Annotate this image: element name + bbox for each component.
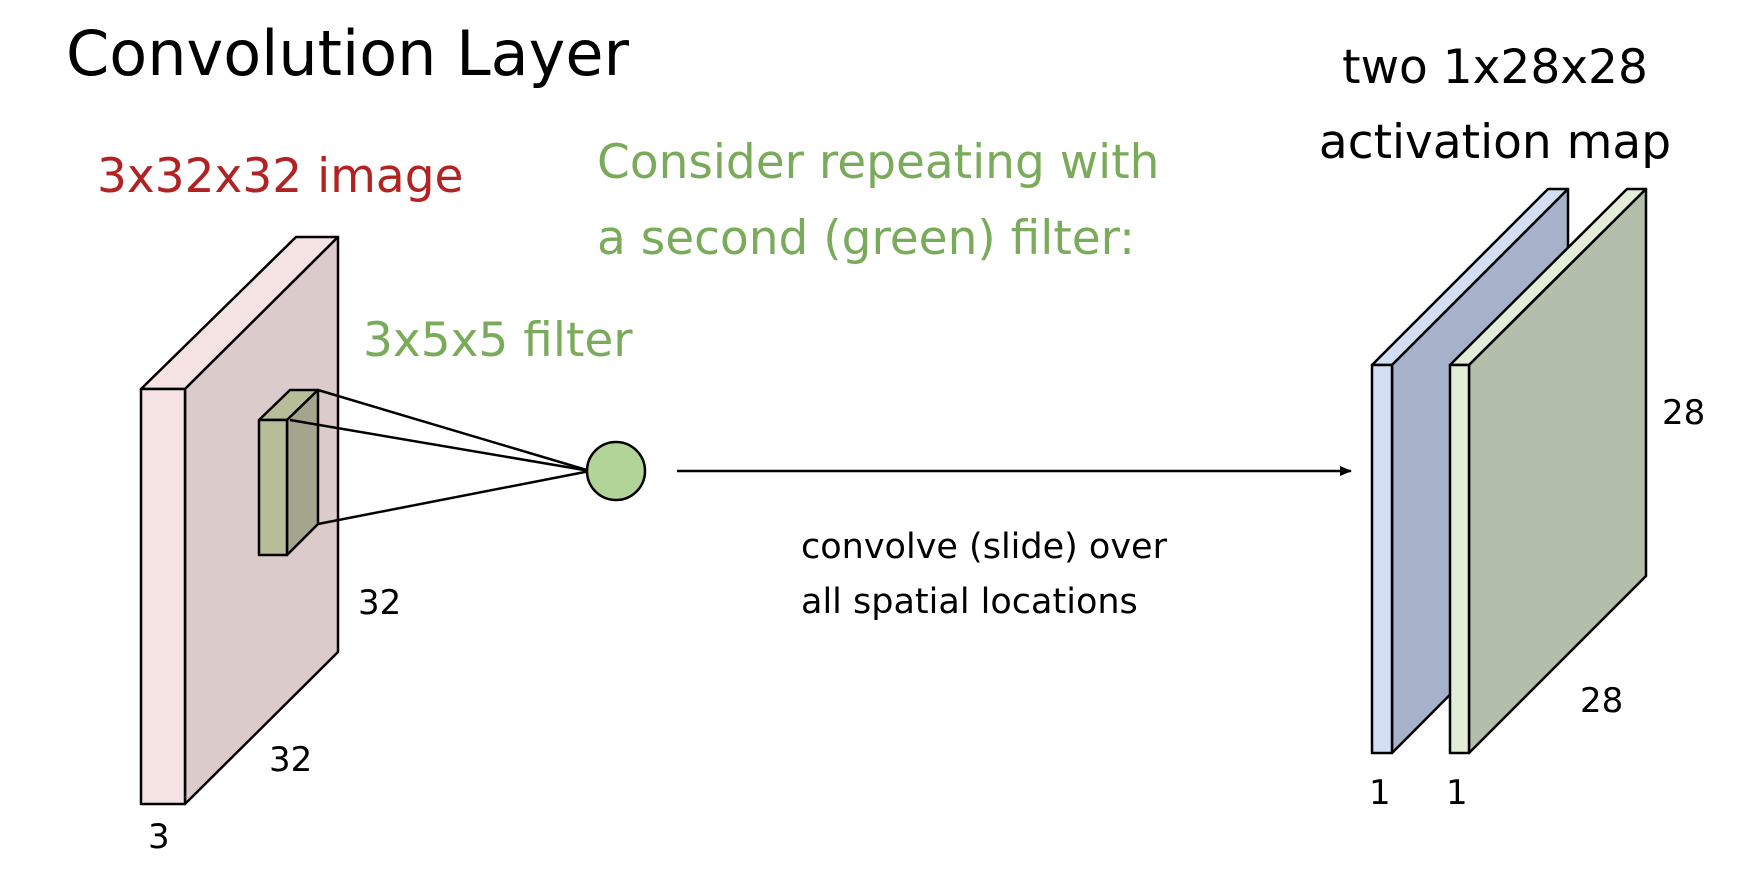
filter-volume-front [257,418,289,557]
operation-caption-line-1: convolve (slide) over [801,527,1168,567]
filter-volume-side [285,388,320,557]
output-width-label: 28 [1580,681,1623,721]
output-heading-line-2: activation map [1319,115,1671,170]
filter-projection-lines [289,388,591,526]
note-line-2: a second (green) filter: [597,211,1135,266]
operation-caption-line-2: all spatial locations [801,582,1138,622]
activation-map-blue-front [1370,363,1394,755]
output-depth-label-1: 1 [1369,773,1391,813]
page-title: Convolution Layer [66,17,630,90]
input-depth-label: 3 [148,817,170,857]
projection-line-bottom [317,469,591,526]
input-height-label: 32 [358,583,401,623]
input-heading: 3x32x32 image [97,149,463,204]
output-neuron [585,440,647,502]
projection-line-top [317,388,591,473]
note-line-1: Consider repeating with [597,135,1159,190]
filter-volume [257,388,320,557]
output-depth-label-2: 1 [1446,773,1468,813]
output-heading-line-1: two 1x28x28 [1342,40,1648,95]
input-volume-front [139,387,187,806]
output-height-label: 28 [1662,393,1705,433]
input-width-label: 32 [269,740,312,780]
activation-map-green [1448,187,1648,755]
filter-heading: 3x5x5 filter [363,313,633,368]
activation-map-green-front [1448,363,1471,755]
projection-line-middle [289,418,591,473]
